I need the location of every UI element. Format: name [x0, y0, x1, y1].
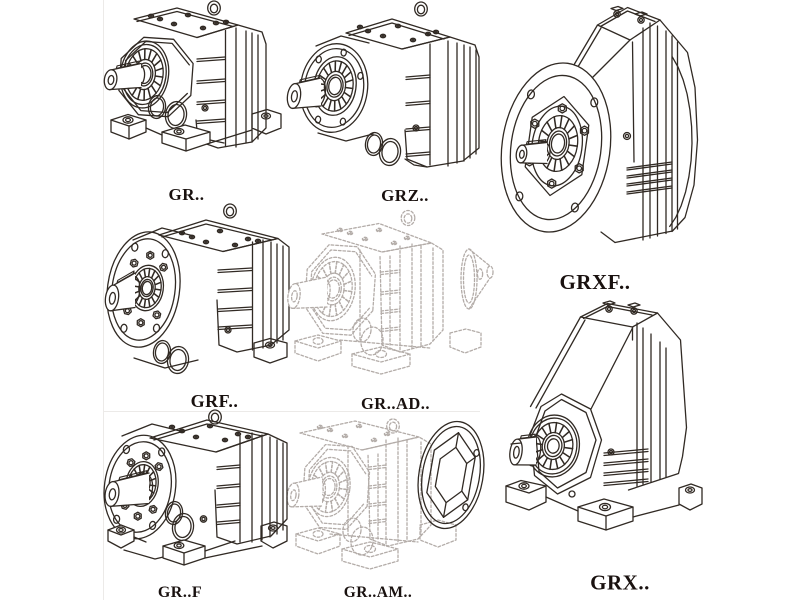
svg-text:GR..F: GR..F — [158, 584, 202, 600]
svg-text:GRF..: GRF.. — [191, 391, 239, 411]
svg-text:GRXF..: GRXF.. — [559, 270, 630, 294]
svg-text:GRX..: GRX.. — [590, 571, 650, 595]
svg-text:GRZ..: GRZ.. — [381, 186, 429, 205]
svg-text:GR..AM..: GR..AM.. — [344, 584, 413, 600]
svg-text:GR..: GR.. — [169, 185, 205, 204]
svg-text:GR..AD..: GR..AD.. — [361, 394, 430, 413]
